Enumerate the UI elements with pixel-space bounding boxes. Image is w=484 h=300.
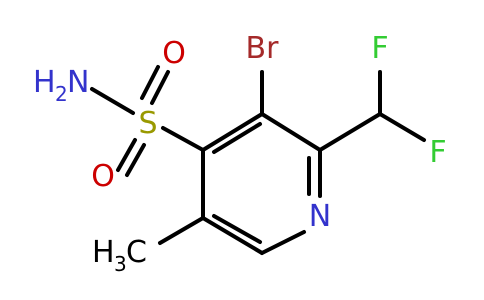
atom-n-ring: N	[309, 199, 331, 234]
atom-f1: F	[371, 31, 388, 66]
bond-c3-c2	[260, 112, 322, 152]
atom-nh2: H 2 N	[33, 65, 89, 106]
bond-c6-c5	[201, 216, 264, 255]
atom-s: S	[138, 106, 157, 141]
bond-s-o2-a	[116, 138, 137, 172]
bond-c6-c5-inner	[212, 214, 262, 244]
atom-nh2-h: H	[33, 65, 56, 100]
bond-c4-s	[161, 126, 205, 152]
atom-ch3-c: C	[126, 235, 147, 270]
bond-c4-c3	[201, 112, 264, 152]
bond-c2-chf2	[318, 112, 382, 152]
atom-f2: F	[429, 135, 446, 170]
atom-ch3: H 3 C	[92, 235, 147, 276]
bond-s-o1-b	[150, 70, 170, 105]
atom-ch3-h: H	[92, 235, 115, 270]
atom-o2: O	[91, 159, 115, 194]
bond-n-c6	[260, 230, 306, 255]
bond-c5-ch3	[158, 216, 205, 245]
atom-nh2-n: N	[67, 65, 89, 100]
bond-s-o2-b	[125, 143, 146, 177]
atom-nh2-subscript: 2	[55, 82, 68, 106]
atom-o1: O	[162, 36, 186, 71]
bond-c4-c3-inner	[212, 122, 262, 154]
atom-ch3-subscript: 3	[114, 252, 127, 276]
bond-chf2-f2	[378, 112, 426, 142]
bond-s-nh2	[90, 87, 135, 115]
bond-s-o1-a	[140, 65, 160, 100]
atom-br: Br	[246, 31, 280, 66]
